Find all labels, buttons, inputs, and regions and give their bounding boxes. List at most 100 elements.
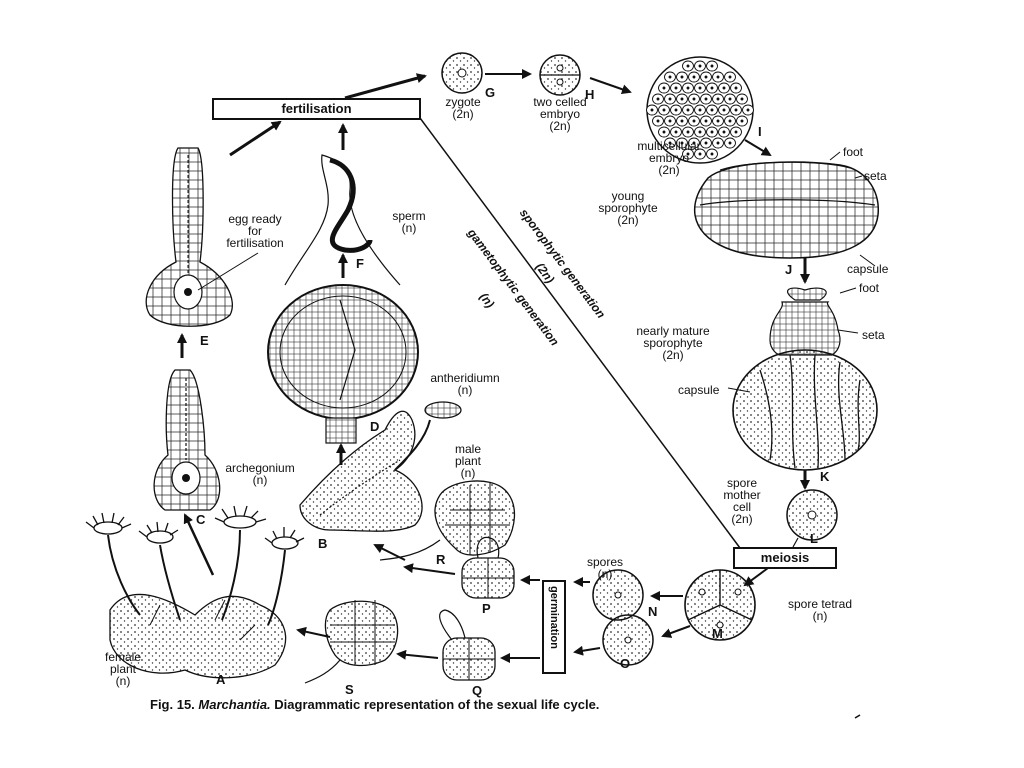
embryo-cell-nucleus — [680, 119, 684, 123]
label-zygote: zygote (2n) — [438, 96, 488, 120]
letter-a: A — [216, 672, 226, 687]
arrow-i-to-j — [744, 139, 772, 157]
letter-f: F — [356, 256, 364, 271]
embryo-cell-nucleus — [686, 130, 690, 134]
embryo-cell-nucleus — [668, 75, 672, 79]
generation-divider-line — [419, 117, 741, 549]
embryo-cell-nucleus — [710, 86, 714, 90]
label-young-line2: sporophyte — [598, 201, 658, 215]
label-archegonium: archegonium (n) — [220, 462, 300, 486]
arrow-o-to-germination — [573, 645, 601, 656]
arrow-q-to-s — [396, 649, 439, 660]
embryo-cell-nucleus — [662, 130, 666, 134]
meiosis-box: meiosis — [733, 547, 837, 569]
caption-text: Diagrammatic representation of the sexua… — [274, 697, 600, 712]
label-nearly-mature-line1: nearly mature — [636, 324, 710, 338]
label-spore-tetrad: spore tetrad (n) — [775, 598, 865, 622]
label-sperm: sperm (n) — [384, 210, 434, 234]
embryo-cell-nucleus — [716, 75, 720, 79]
spore-mother-cell-drawing — [786, 489, 838, 548]
embryo-cell-nucleus — [704, 97, 708, 101]
arrow-a-to-c — [183, 513, 215, 576]
embryo-cell-nucleus — [740, 97, 744, 101]
embryo-cell-nucleus — [674, 86, 678, 90]
label-sperm-line2: (n) — [401, 221, 417, 235]
embryo-cell-nucleus — [692, 75, 696, 79]
embryo-cell-nucleus — [698, 86, 702, 90]
label-capsule-mature: capsule — [678, 383, 720, 397]
label-archegonium-line2: (n) — [252, 473, 268, 487]
embryo-cell-nucleus — [674, 108, 678, 112]
embryo-cell-nucleus — [704, 119, 708, 123]
caption-prefix: Fig. 15. — [150, 697, 195, 712]
letter-i: I — [758, 124, 762, 139]
letter-b: B — [318, 536, 328, 551]
embryo-cell-nucleus — [674, 130, 678, 134]
label-nearly-mature-line2: sporophyte — [643, 336, 703, 350]
female-plant-drawing — [85, 505, 305, 679]
embryo-cell-nucleus — [716, 141, 720, 145]
label-antheridium-line1: antheridiumn — [430, 371, 500, 385]
embryo-cell-nucleus — [710, 64, 714, 68]
label-two-celled-line2: embryo — [539, 107, 580, 121]
label-multicellular-embryo: multicellular embryo (2n) — [614, 140, 724, 176]
label-multicellular-line1: multicellular — [637, 139, 701, 153]
embryo-cell-nucleus — [686, 152, 690, 156]
letter-r: R — [436, 552, 446, 567]
label-male-plant: male plant (n) — [443, 443, 493, 479]
label-nearly-mature-sporophyte: nearly mature sporophyte (2n) — [618, 325, 728, 361]
label-multicellular-line2: embryo — [648, 151, 689, 165]
embryo-cell-nucleus — [662, 108, 666, 112]
letter-l: L — [810, 531, 818, 546]
label-tetrad-line2: (n) — [812, 609, 828, 623]
label-spore-mother-cell: spore mother cell (2n) — [712, 477, 772, 525]
fertilisation-box: fertilisation — [212, 98, 421, 120]
label-zygote-line2: (2n) — [452, 107, 474, 121]
label-smc-line2: mother — [723, 488, 761, 502]
label-egg-line1: egg ready — [228, 212, 282, 226]
embryo-cell-nucleus — [704, 141, 708, 145]
label-seta-mature: seta — [862, 328, 885, 342]
arrow-m-to-o — [661, 625, 691, 638]
label-female-line2: plant — [109, 662, 137, 676]
spore-n-drawing — [592, 569, 644, 621]
two-celled-embryo-drawing — [539, 54, 581, 96]
germination-box: germination — [542, 580, 566, 674]
label-spores: spores (n) — [580, 556, 630, 580]
label-male-line2: plant — [454, 454, 482, 468]
letter-s: S — [345, 682, 354, 697]
letter-m: M — [712, 626, 723, 641]
embryo-cell-nucleus — [740, 119, 744, 123]
embryo-cell-nucleus — [686, 86, 690, 90]
arrow-meiosis-to-m — [743, 567, 769, 587]
embryo-cell-nucleus — [734, 108, 738, 112]
archegonium-drawing — [153, 369, 221, 511]
letter-j: J — [785, 262, 793, 277]
label-archegonium-line1: archegonium — [225, 461, 295, 475]
label-spores-line2: (n) — [597, 567, 613, 581]
label-tetrad-line1: spore tetrad — [787, 597, 853, 611]
letter-o: O — [620, 656, 631, 671]
arrow-s-to-a — [296, 626, 331, 638]
label-female-plant: female plant (n) — [88, 651, 158, 687]
letter-d: D — [370, 419, 380, 434]
label-smc-line3: cell — [732, 500, 751, 514]
arrow-r-to-b — [373, 544, 406, 561]
letter-e: E — [200, 333, 209, 348]
label-nearly-mature-line3: (2n) — [662, 348, 684, 362]
label-smc-line1: spore — [726, 476, 758, 490]
sperm-drawing — [284, 154, 401, 286]
arrow-h-to-i — [589, 77, 632, 95]
label-zygote-line1: zygote — [445, 95, 481, 109]
label-multicellular-line3: (2n) — [658, 163, 680, 177]
letter-p: P — [482, 601, 491, 616]
young-female-gametophyte-drawing — [304, 600, 399, 684]
label-foot-mature: foot — [859, 281, 880, 295]
label-sperm-line1: sperm — [392, 209, 426, 223]
arrow-p-to-r — [403, 563, 456, 575]
embryo-cell-nucleus — [686, 108, 690, 112]
multicellular-embryo-drawing — [646, 56, 754, 164]
embryo-cell-nucleus — [680, 97, 684, 101]
spore-o-drawing — [602, 614, 654, 666]
germinating-spore-p-drawing — [461, 536, 515, 599]
